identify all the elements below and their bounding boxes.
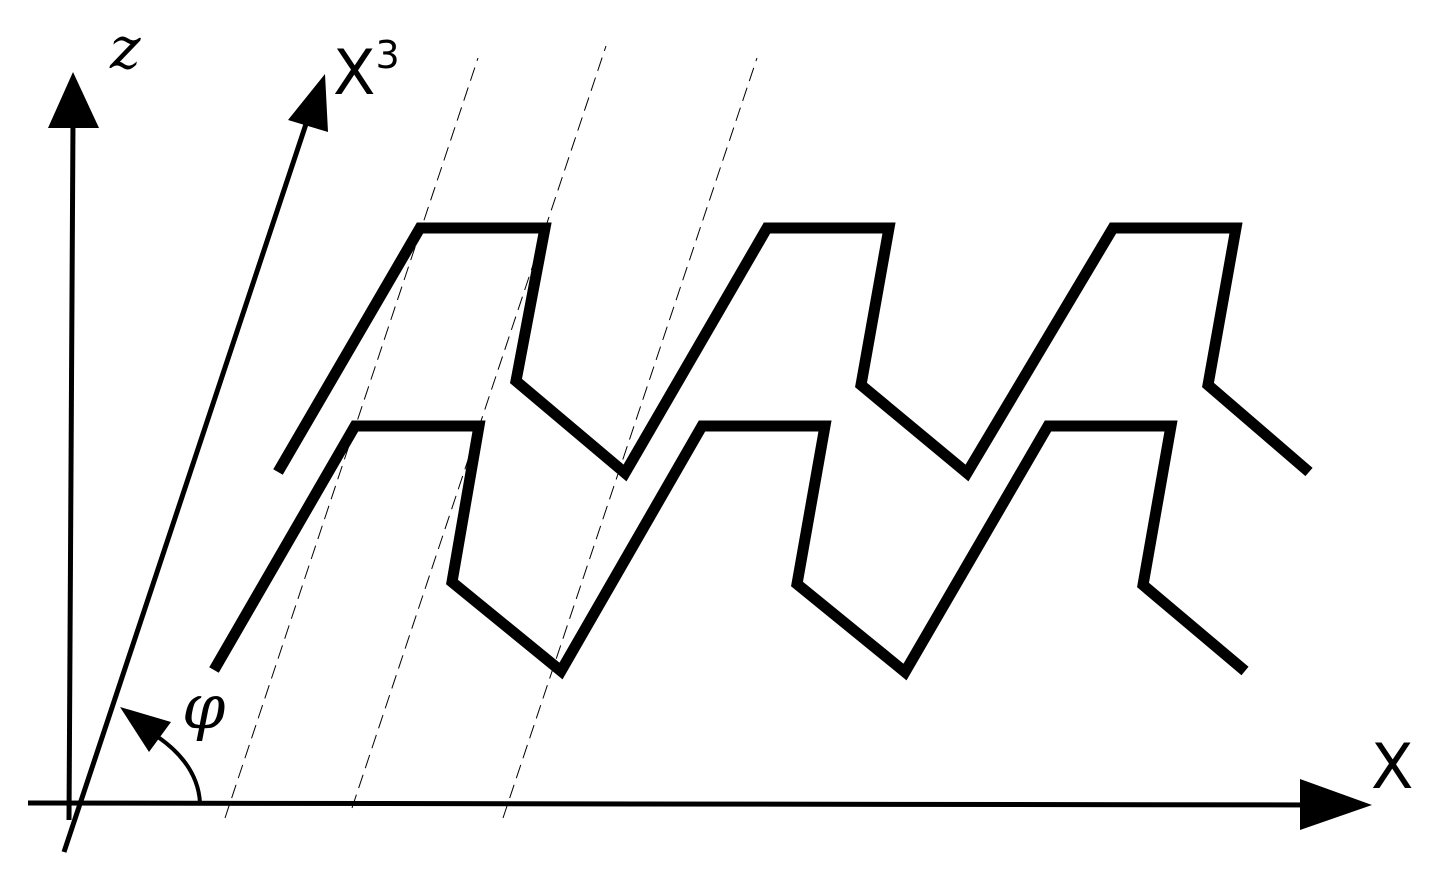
z-axis: [48, 72, 99, 821]
angle-phi-indicator: [120, 707, 202, 804]
x-axis-arrowhead: [1300, 779, 1372, 830]
dashed-guide-line-3: [502, 57, 758, 819]
x-axis: [27, 779, 1372, 830]
x-axis-line: [27, 800, 1321, 808]
x3-axis-arrowhead: [288, 74, 328, 132]
angle-arc: [156, 735, 202, 804]
x3-axis-label: X3: [333, 33, 400, 109]
z-axis-line: [66, 119, 76, 821]
x3-axis-label-base: X: [333, 36, 375, 109]
x3-axis-label-superscript: 3: [375, 33, 399, 77]
z-axis-arrowhead: [48, 72, 99, 128]
x3-axis-line: [61, 117, 311, 853]
upper-sawtooth-profile: [273, 222, 1313, 482]
z-axis-label: z: [109, 14, 141, 82]
angle-phi-label: φ: [182, 670, 226, 743]
x3-axis: [61, 74, 328, 853]
x-axis-label: X: [1371, 730, 1413, 803]
angle-arc-arrowhead: [120, 707, 171, 752]
lower-sawtooth-profile: [209, 420, 1249, 681]
